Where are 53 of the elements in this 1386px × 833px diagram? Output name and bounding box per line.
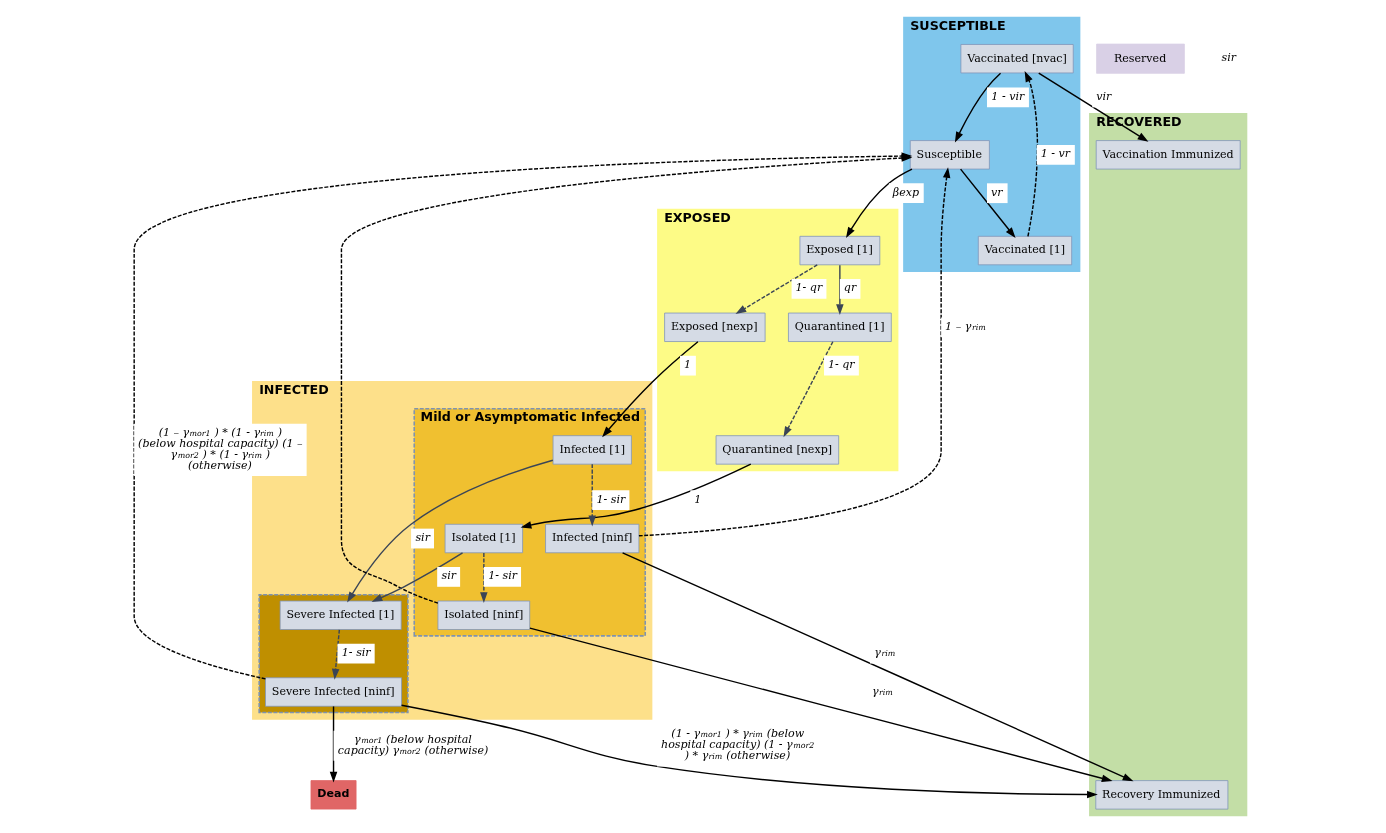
node-box: Susceptible — [909, 140, 990, 170]
node-box: Exposed [1] — [799, 235, 880, 266]
node-box: Infected [ninf] — [544, 523, 639, 554]
node-box: Vaccinated [nvac] — [960, 44, 1074, 74]
edge-label: 1- qr — [827, 358, 855, 372]
arrow — [959, 168, 1016, 238]
arrow — [621, 552, 1133, 782]
edge-label: 1- sir — [341, 646, 371, 660]
node-box: Isolated [ninf] — [437, 600, 530, 630]
arrow — [329, 705, 337, 783]
label: sir — [1221, 50, 1236, 64]
arrow — [845, 168, 913, 239]
node-box: Exposed [nexp] — [663, 312, 765, 342]
arrow — [331, 629, 340, 680]
edge-label: γmor1 (below hospital capacity) γmor2 (otherwise) — [337, 732, 488, 757]
edge-label: qr — [843, 281, 856, 295]
node-box: Vaccination Immunized — [1095, 140, 1241, 170]
node-box: Severe Infected [1] — [279, 600, 402, 630]
edge-label: 1- qr — [795, 281, 822, 295]
node-box: Recovery Immunized — [1094, 780, 1228, 810]
edge-label: vr — [990, 185, 1003, 199]
arrow — [954, 72, 1001, 143]
arrow — [1037, 72, 1148, 142]
node-box: Quarantined [nexp] — [715, 435, 839, 465]
edge-label: γrim — [871, 684, 893, 698]
edge-label: vir — [1095, 90, 1111, 103]
node-box: Isolated [1] — [444, 523, 523, 554]
node-box: Vaccinated [1] — [977, 235, 1072, 266]
edge-label: 1 - vr — [1040, 147, 1070, 161]
arrow — [835, 264, 844, 315]
edge-label: 1 — [693, 492, 701, 506]
edge-label: γrim — [873, 646, 895, 660]
arrow — [528, 627, 1113, 783]
edge-label: 1 — [683, 358, 691, 372]
arrow — [1024, 71, 1038, 237]
node-box: Quarantined [1] — [787, 312, 892, 342]
edge-label: 1- sir — [596, 492, 625, 506]
node-box: Severe Infected [ninf] — [264, 677, 402, 707]
edge-label: 1- sir — [487, 569, 517, 583]
arrow — [346, 459, 554, 603]
node-box: Reserved — [1095, 43, 1185, 74]
arrow — [783, 341, 833, 438]
edge-label: sir — [414, 531, 430, 545]
edge-label: 1 - vir — [990, 90, 1024, 103]
edge-label: sir — [441, 569, 456, 583]
node-box: Dead — [310, 780, 356, 810]
arrow — [637, 167, 950, 537]
arrow — [479, 552, 488, 603]
arrow — [735, 264, 818, 315]
node-box: Infected [1] — [552, 435, 632, 465]
edge-label: (1 - γmor1 ) * γrim (below hospital capacity) (1 - γmor2 ) * γrim (otherwise) — [660, 727, 814, 763]
arrow — [400, 704, 1098, 799]
edge-label: 1 – γrim — [944, 319, 986, 333]
